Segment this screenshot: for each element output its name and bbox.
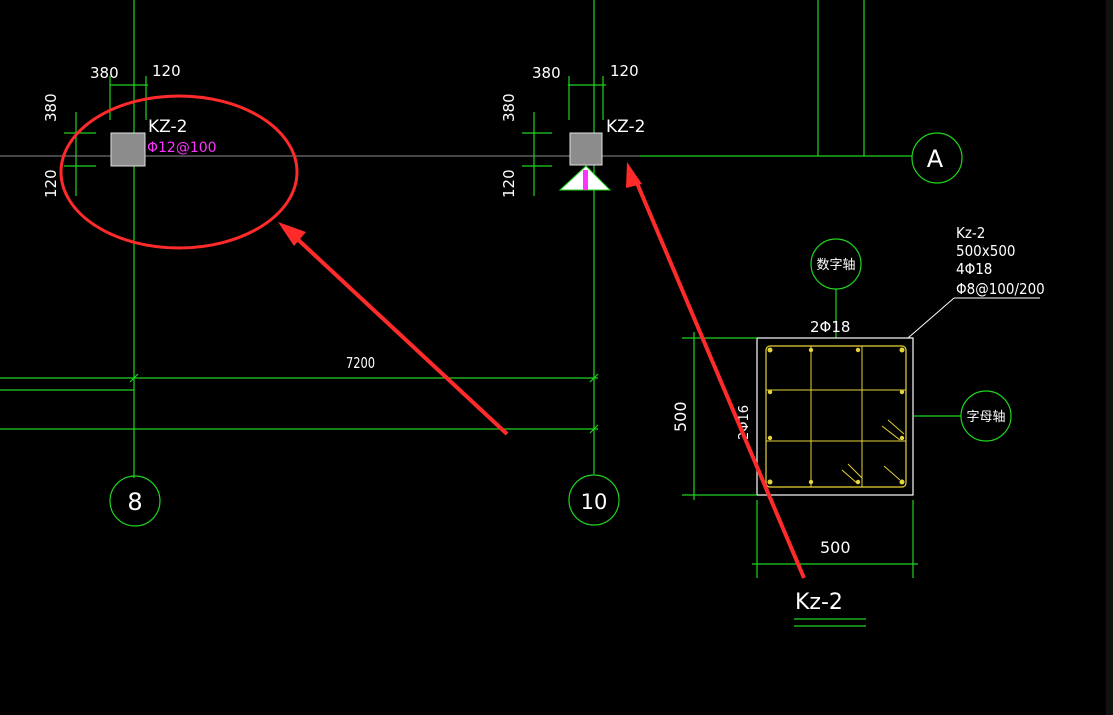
callout-size: 500x500 <box>956 242 1016 260</box>
annotation-arrow-2 <box>632 175 806 579</box>
right-dim-top-right: 120 <box>610 62 639 80</box>
axis-10-bubble[interactable] <box>568 474 620 526</box>
left-column-group: 380 120 380 120 KZ-2 Φ12@100 <box>42 62 217 198</box>
arrow-head-1-icon <box>278 222 306 246</box>
grid-lines <box>0 0 912 478</box>
left-column-rect[interactable] <box>110 132 146 167</box>
axis-8-bubble[interactable] <box>109 475 161 527</box>
right-dim-side-lower: 120 <box>500 169 518 198</box>
right-column-label: KZ-2 <box>606 117 645 137</box>
height-dimension: 500 <box>671 401 690 432</box>
number-axis-label: 数字轴 <box>816 258 855 273</box>
left-column-rebar-note: Φ12@100 <box>147 140 217 156</box>
left-dim-side-upper: 380 <box>42 93 60 122</box>
right-column-rect[interactable] <box>569 132 603 166</box>
span-dimension-7200: 7200 <box>346 355 375 372</box>
top-bars-label: 2Φ18 <box>810 318 850 336</box>
axis-a-bubble[interactable] <box>911 132 963 184</box>
left-dim-top-left: 380 <box>90 64 119 82</box>
callout-stirrups: Φ8@100/200 <box>956 280 1045 298</box>
axis-a-label: A <box>927 145 944 173</box>
right-dim-top-left: 380 <box>532 64 561 82</box>
vertical-scrollbar[interactable] <box>1106 0 1113 715</box>
callout-name: Kz-2 <box>956 224 985 242</box>
axis-10-label: 10 <box>581 490 608 514</box>
letter-axis-label: 字母轴 <box>966 410 1005 425</box>
marker-pin-icon <box>583 170 588 190</box>
arrow-head-2-icon <box>626 162 642 188</box>
section-outline[interactable] <box>756 337 914 496</box>
red-annotations <box>59 94 806 579</box>
annotation-arrow-1 <box>290 232 509 436</box>
axis-8-label: 8 <box>127 488 142 516</box>
left-dim-top-right: 120 <box>152 62 181 80</box>
section-title: Kz-2 <box>795 590 843 615</box>
highlight-ellipse <box>59 94 299 250</box>
left-column-label: KZ-2 <box>148 117 187 137</box>
width-dimension: 500 <box>820 538 851 557</box>
axis-bubbles: 8 10 A <box>109 132 963 527</box>
right-dim-side-upper: 380 <box>500 93 518 122</box>
right-column-group: 380 120 380 120 KZ-2 <box>500 62 645 198</box>
callout-corner-bars: 4Φ18 <box>956 260 992 278</box>
stirrup-outer <box>765 345 907 488</box>
left-dim-side-lower: 120 <box>42 169 60 198</box>
column-section-detail: Kz-2 500x500 4Φ18 Φ8@100/200 数字轴 字母轴 2Φ1… <box>671 224 1045 627</box>
